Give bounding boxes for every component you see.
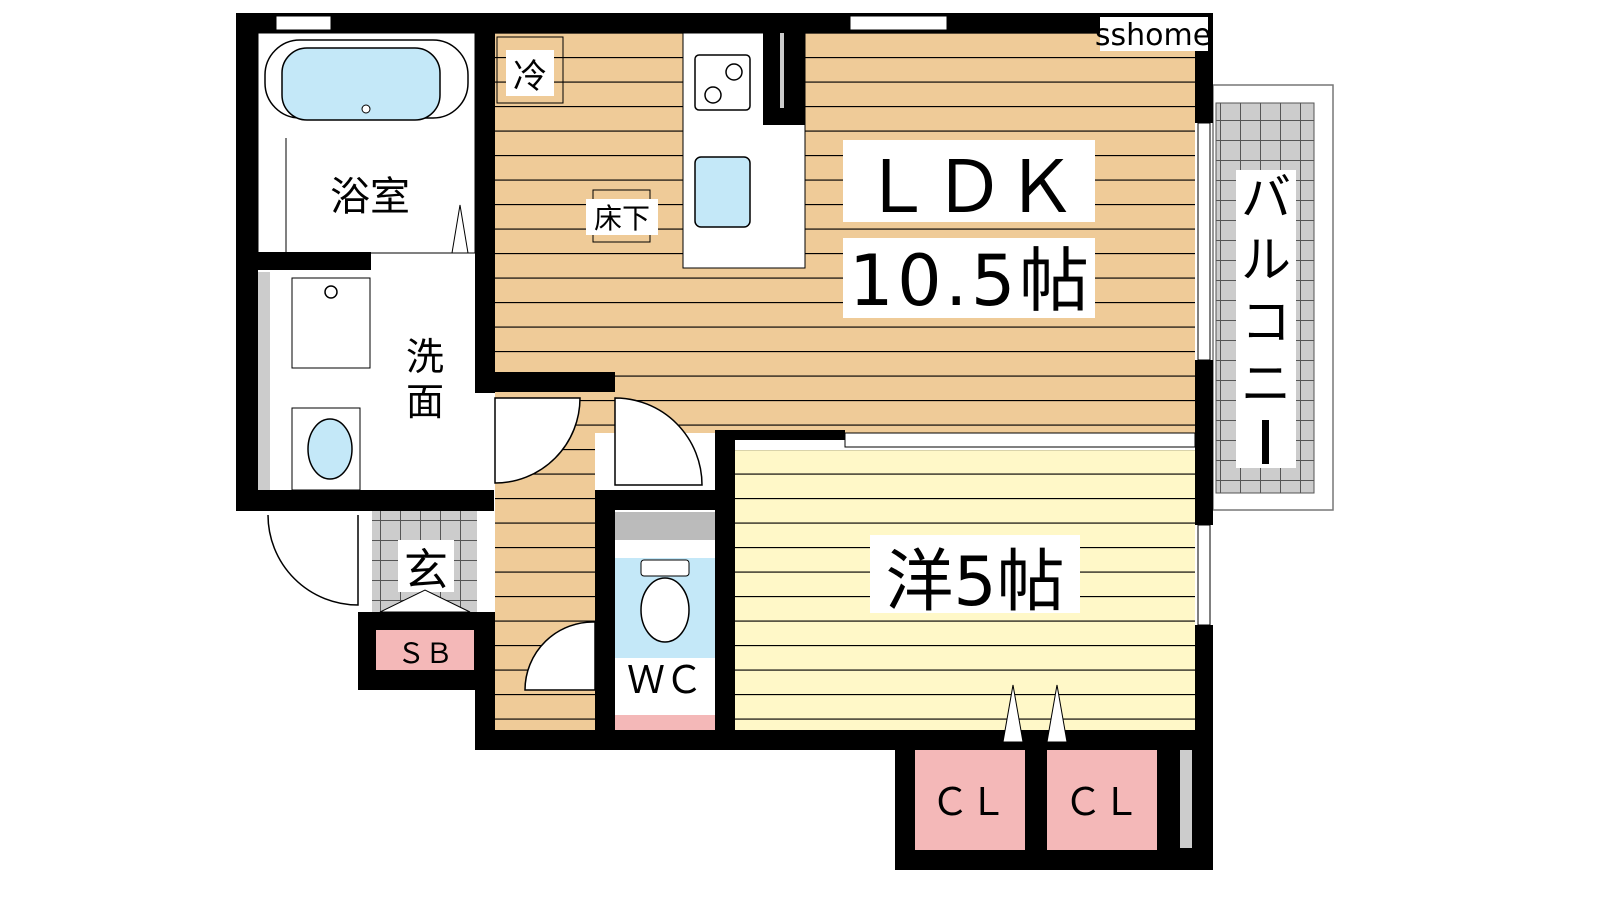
bathroom [257,32,476,254]
windows [275,15,1211,626]
balcony-label: バ ル コ ニ ー [0,0,1291,464]
shoe-box-label: ＳＢ [397,637,453,670]
western-room-label: 洋5帖 [885,543,1064,622]
balcony-label-char: ル [1241,231,1291,289]
closet-2-label: ＣＬ [1064,780,1140,824]
kitchen-sink [694,156,751,228]
balcony-label-char-text: ー [0,0,1,1]
entrance [267,510,493,690]
ldk-label: ＬＤＫ [861,145,1077,229]
toilet-label: ＷＣ [627,658,703,702]
shoe-box [376,630,474,670]
fridge-space [496,36,564,104]
bathtub [281,47,441,121]
sink [307,418,353,480]
closet-1 [915,750,1025,850]
watermark-logo: sshome [1095,18,1211,53]
washroom-label-2: 面 [406,380,444,424]
stove-burner-icon [725,63,743,81]
washroom [258,270,475,491]
kitchen-counter [682,32,806,269]
closet-1-label: ＣＬ [931,780,1007,824]
bath-label: 浴室 [330,174,410,220]
toilet-room [615,510,715,730]
washroom-label-1: 洗 [406,335,444,379]
toilet-icon [640,577,690,643]
balcony-label-char: ニ [1241,355,1291,413]
doors[interactable] [494,397,703,691]
balcony-label-char [1262,420,1269,464]
closet-2 [1047,750,1157,850]
stove-burner-icon [704,86,722,104]
entrance-label: 玄 [404,545,448,596]
balcony-label-char: バ [1241,169,1291,227]
underfloor-label: 床下 [594,202,650,235]
balcony-label-char: コ [1241,293,1291,351]
fridge-label: 冷 [513,57,547,97]
